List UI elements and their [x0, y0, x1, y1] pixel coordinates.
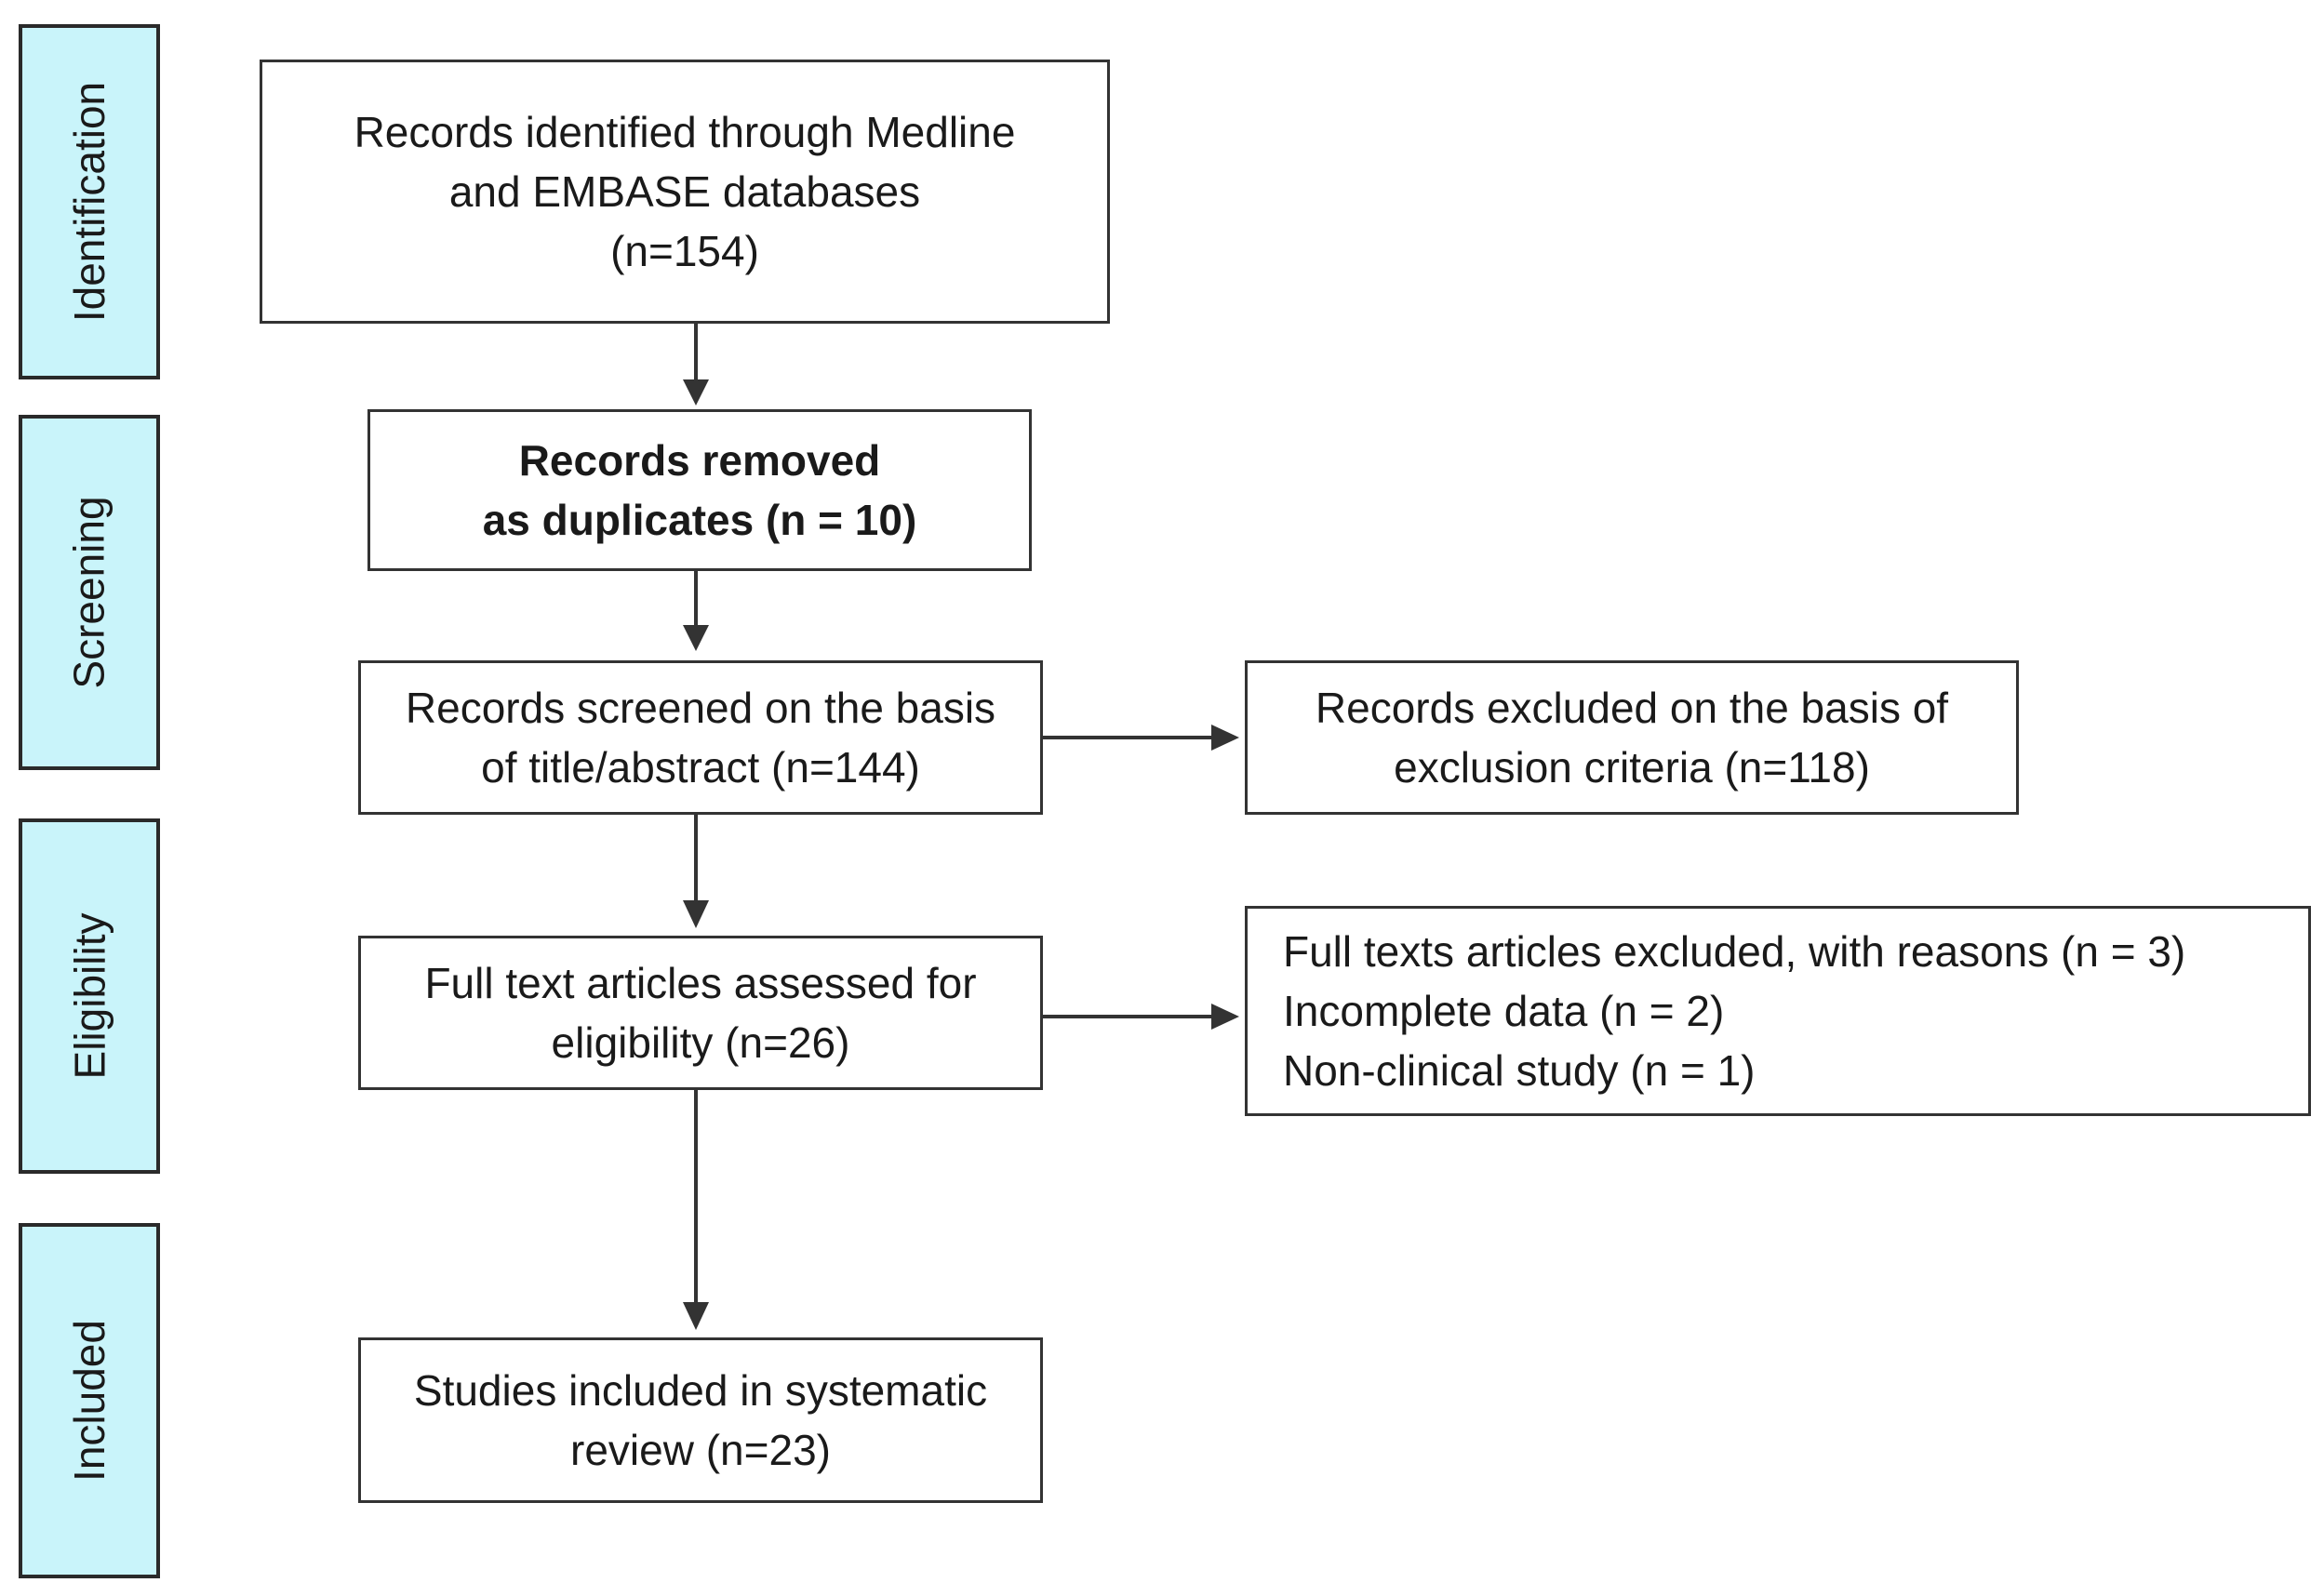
records-screened-line2: of title/abstract (n=144) — [481, 743, 920, 791]
stage-label-screening: Screening — [19, 415, 160, 770]
records-excluded-box: Records excluded on the basis of exclusi… — [1245, 660, 2019, 815]
arrowhead-full-text-to-excluded — [1211, 1004, 1239, 1030]
records-screened-box: Records screened on the basis of title/a… — [358, 660, 1043, 815]
records-identified-line1: Records identified through Medline — [354, 108, 1016, 156]
arrowhead-screened-to-excluded — [1211, 725, 1239, 751]
records-identified-line3: (n=154) — [610, 227, 759, 275]
studies-included-line1: Studies included in systematic — [413, 1366, 988, 1415]
arrowhead-screened-to-full-text — [683, 900, 709, 928]
arrowhead-full-text-to-included — [683, 1302, 709, 1330]
records-identified-box: Records identified through Medline and E… — [260, 60, 1110, 324]
duplicates-removed-box: Records removed as duplicates (n = 10) — [367, 409, 1032, 571]
stage-label-eligibility: Eligibility — [19, 818, 160, 1174]
arrowhead-identified-to-duplicates — [683, 379, 709, 406]
records-excluded-line1: Records excluded on the basis of — [1315, 684, 1949, 732]
duplicates-removed-line1: Records removed — [518, 436, 881, 485]
studies-included-box: Studies included in systematic review (n… — [358, 1337, 1043, 1503]
full-text-excluded-line1: Full texts articles excluded, with reaso… — [1283, 927, 2186, 976]
full-text-excluded-line2: Incomplete data (n = 2) — [1283, 987, 1725, 1035]
full-text-assessed-line1: Full text articles assessed for — [424, 959, 977, 1007]
full-text-excluded-line3: Non-clinical study (n = 1) — [1283, 1046, 1756, 1095]
stage-label-identification: Identification — [19, 24, 160, 379]
arrowhead-duplicates-to-screened — [683, 625, 709, 651]
full-text-excluded-box: Full texts articles excluded, with reaso… — [1245, 906, 2311, 1116]
full-text-assessed-line2: eligibility (n=26) — [551, 1018, 850, 1067]
stage-label-included: Included — [19, 1223, 160, 1578]
duplicates-removed-line2: as duplicates (n = 10) — [482, 496, 917, 544]
records-screened-line1: Records screened on the basis — [405, 684, 996, 732]
records-identified-line2: and EMBASE databases — [448, 167, 921, 216]
records-excluded-line2: exclusion criteria (n=118) — [1394, 743, 1870, 791]
studies-included-line2: review (n=23) — [570, 1426, 831, 1474]
full-text-assessed-box: Full text articles assessed for eligibil… — [358, 936, 1043, 1090]
